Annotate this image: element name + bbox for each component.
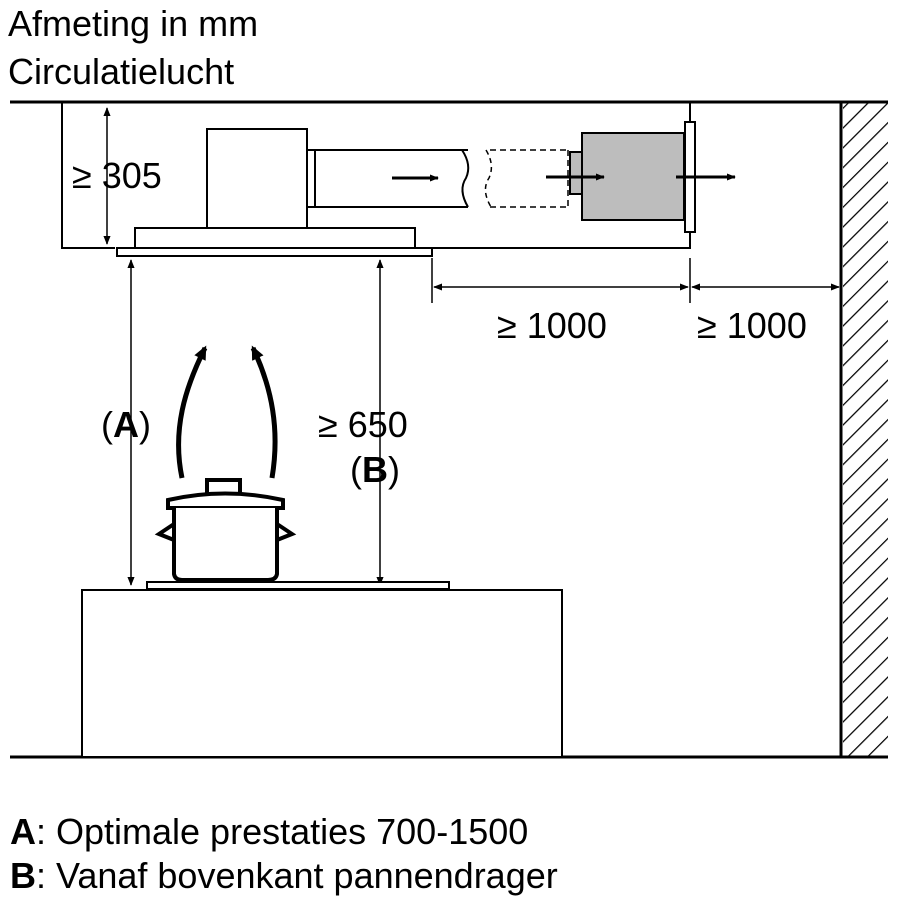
dim-label-650: ≥ 650	[318, 404, 408, 445]
hob	[146, 581, 450, 590]
legend-item-a: A: Optimale prestaties 700-1500	[10, 812, 528, 852]
wall	[839, 102, 888, 756]
ceiling-cavity	[61, 102, 115, 249]
kitchen-counter	[81, 589, 563, 758]
page-title: Afmeting in mm	[8, 3, 259, 44]
dim-label-1000-b: ≥ 1000	[697, 305, 807, 346]
legend-key-b: B	[10, 855, 36, 896]
dim-label-305: ≥ 305	[72, 155, 162, 196]
dim-label-1000-a: ≥ 1000	[497, 305, 607, 346]
dim-label-a: (A)	[101, 404, 151, 445]
legend-item-b: B: Vanaf bovenkant pannendrager	[10, 856, 558, 896]
legend-text-b: : Vanaf bovenkant pannendrager	[36, 855, 558, 896]
page-subtitle: Circulatielucht	[8, 51, 235, 92]
air-duct	[306, 149, 569, 208]
dim-label-b: (B)	[350, 449, 400, 490]
cooking-pot	[154, 478, 297, 582]
legend-key-a: A	[10, 811, 36, 852]
steam-arrow-left	[176, 345, 208, 479]
legend-text-a: : Optimale prestaties 700-1500	[36, 811, 529, 852]
steam-arrow-right	[250, 345, 278, 479]
ceiling-hood	[116, 128, 433, 257]
